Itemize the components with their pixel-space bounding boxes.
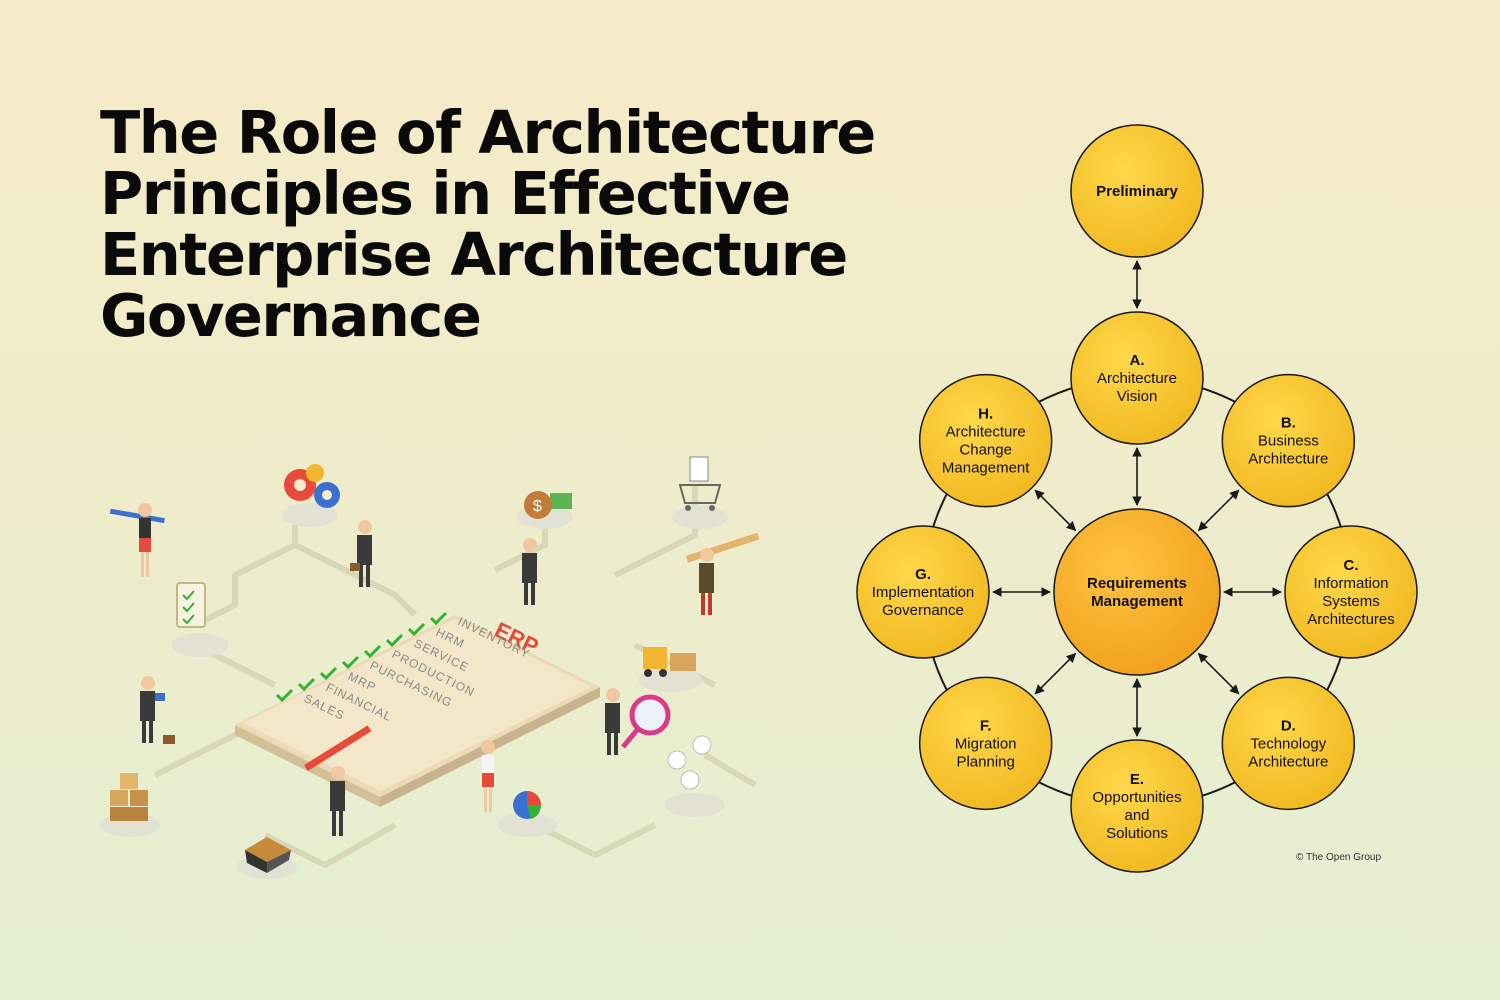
node-phase-a-label: Architecture <box>1097 370 1177 387</box>
node-phase-g-label: Governance <box>882 602 964 619</box>
title-line-4: Governance <box>100 281 482 350</box>
node-phase-f-circle <box>918 676 1053 811</box>
node-preliminary-circle <box>1070 124 1204 258</box>
node-phase-b-label: Architecture <box>1248 451 1328 468</box>
node-phase-f-label: F. <box>980 717 992 734</box>
node-phase-h-label: Architecture <box>946 424 1026 441</box>
node-phase-c-label: Information <box>1313 575 1388 592</box>
node-phase-a-label: A. <box>1130 352 1145 369</box>
node-phase-e-label: Solutions <box>1106 825 1168 842</box>
node-phase-e-circle <box>1070 739 1204 873</box>
node-phase-a-label: Vision <box>1117 388 1158 405</box>
node-phase-d-circle <box>1221 676 1356 811</box>
node-preliminary-label: Preliminary <box>1096 183 1178 200</box>
node-phase-c-circle <box>1284 525 1418 659</box>
check-icon <box>341 655 360 670</box>
node-phase-c-label: Architectures <box>1307 611 1395 628</box>
person-woman-tablet <box>481 740 495 812</box>
clipboard-icon <box>172 582 228 657</box>
double-arrow <box>1197 489 1240 532</box>
person-man-magnifier <box>605 688 620 755</box>
title-line-2: Principles in Effective <box>100 159 791 228</box>
check-icon <box>407 622 426 637</box>
node-phase-e-label: Opportunities <box>1092 789 1181 806</box>
node-requirements-management-circle <box>1053 508 1221 676</box>
togaf-adm-diagram: PreliminaryRequirementsManagementA.Archi… <box>856 124 1418 873</box>
node-phase-b-label: B. <box>1281 415 1296 432</box>
node-phase-f-label: Migration <box>955 735 1017 752</box>
node-phase-e-label: and <box>1124 807 1149 824</box>
avatar-icon <box>665 735 725 817</box>
pie-chart-icon <box>497 791 557 837</box>
money-bag-icon: $ <box>517 491 573 529</box>
copyright-text: © The Open Group <box>1296 852 1382 863</box>
node-phase-h-label: Management <box>942 460 1030 477</box>
node-phase-c-label: C. <box>1344 557 1359 574</box>
node-phase-h-label: Change <box>959 442 1012 459</box>
node-phase-a-circle <box>1070 311 1204 445</box>
double-arrow <box>1034 489 1077 532</box>
house-icon <box>237 837 297 879</box>
page-title: The Role of Architecture Principles in E… <box>100 102 920 346</box>
check-icon <box>319 666 338 681</box>
person-man-laptop <box>140 676 175 744</box>
double-arrow <box>1197 652 1240 695</box>
node-requirements-management-label: Management <box>1091 593 1183 610</box>
node-phase-h-label: H. <box>978 406 993 423</box>
svg-text:$: $ <box>533 498 542 515</box>
node-phase-d-label: Technology <box>1250 735 1326 752</box>
person-man-ruler <box>685 532 760 615</box>
forklift-icon <box>638 647 702 692</box>
title-line-1: The Role of Architecture <box>100 98 876 167</box>
gears-icon <box>282 464 340 527</box>
person-man-pencil <box>304 725 372 836</box>
node-phase-e-label: E. <box>1130 771 1144 788</box>
check-icon <box>297 677 316 692</box>
people <box>109 503 760 836</box>
phase-nodes: PreliminaryRequirementsManagementA.Archi… <box>856 124 1418 873</box>
check-icon <box>275 688 294 703</box>
title-line-3: Enterprise Architecture <box>100 220 848 289</box>
node-phase-f-label: Planning <box>956 753 1014 770</box>
node-phase-d-label: Architecture <box>1248 753 1328 770</box>
person-man-pointing <box>350 520 372 587</box>
node-phase-b-circle <box>1221 373 1356 508</box>
person-man-money <box>522 538 537 605</box>
node-phase-h-circle <box>918 373 1053 508</box>
node-phase-g-circle <box>856 525 990 659</box>
node-phase-g-label: Implementation <box>872 584 975 601</box>
erp-board: ERP INVENTORYHRMSERVICEPRODUCTIONPURCHAS… <box>235 611 600 807</box>
magnifier-icon <box>621 694 671 749</box>
check-icon <box>429 611 448 626</box>
check-icon <box>363 644 382 659</box>
node-phase-d-label: D. <box>1281 717 1296 734</box>
person-woman-pencil <box>109 503 165 577</box>
node-phase-c-label: Systems <box>1322 593 1380 610</box>
shopping-cart-icon <box>672 456 728 529</box>
node-phase-g-label: G. <box>915 566 931 583</box>
double-arrow <box>1034 652 1077 695</box>
check-icon <box>385 633 404 648</box>
connector-arrows <box>992 260 1282 737</box>
node-preliminary: Preliminary <box>1070 124 1204 258</box>
node-requirements-management-label: Requirements <box>1087 575 1187 592</box>
boxes-icon <box>100 773 160 837</box>
node-phase-b-label: Business <box>1258 433 1319 450</box>
erp-illustration: ERP INVENTORYHRMSERVICEPRODUCTIONPURCHAS… <box>100 456 760 879</box>
